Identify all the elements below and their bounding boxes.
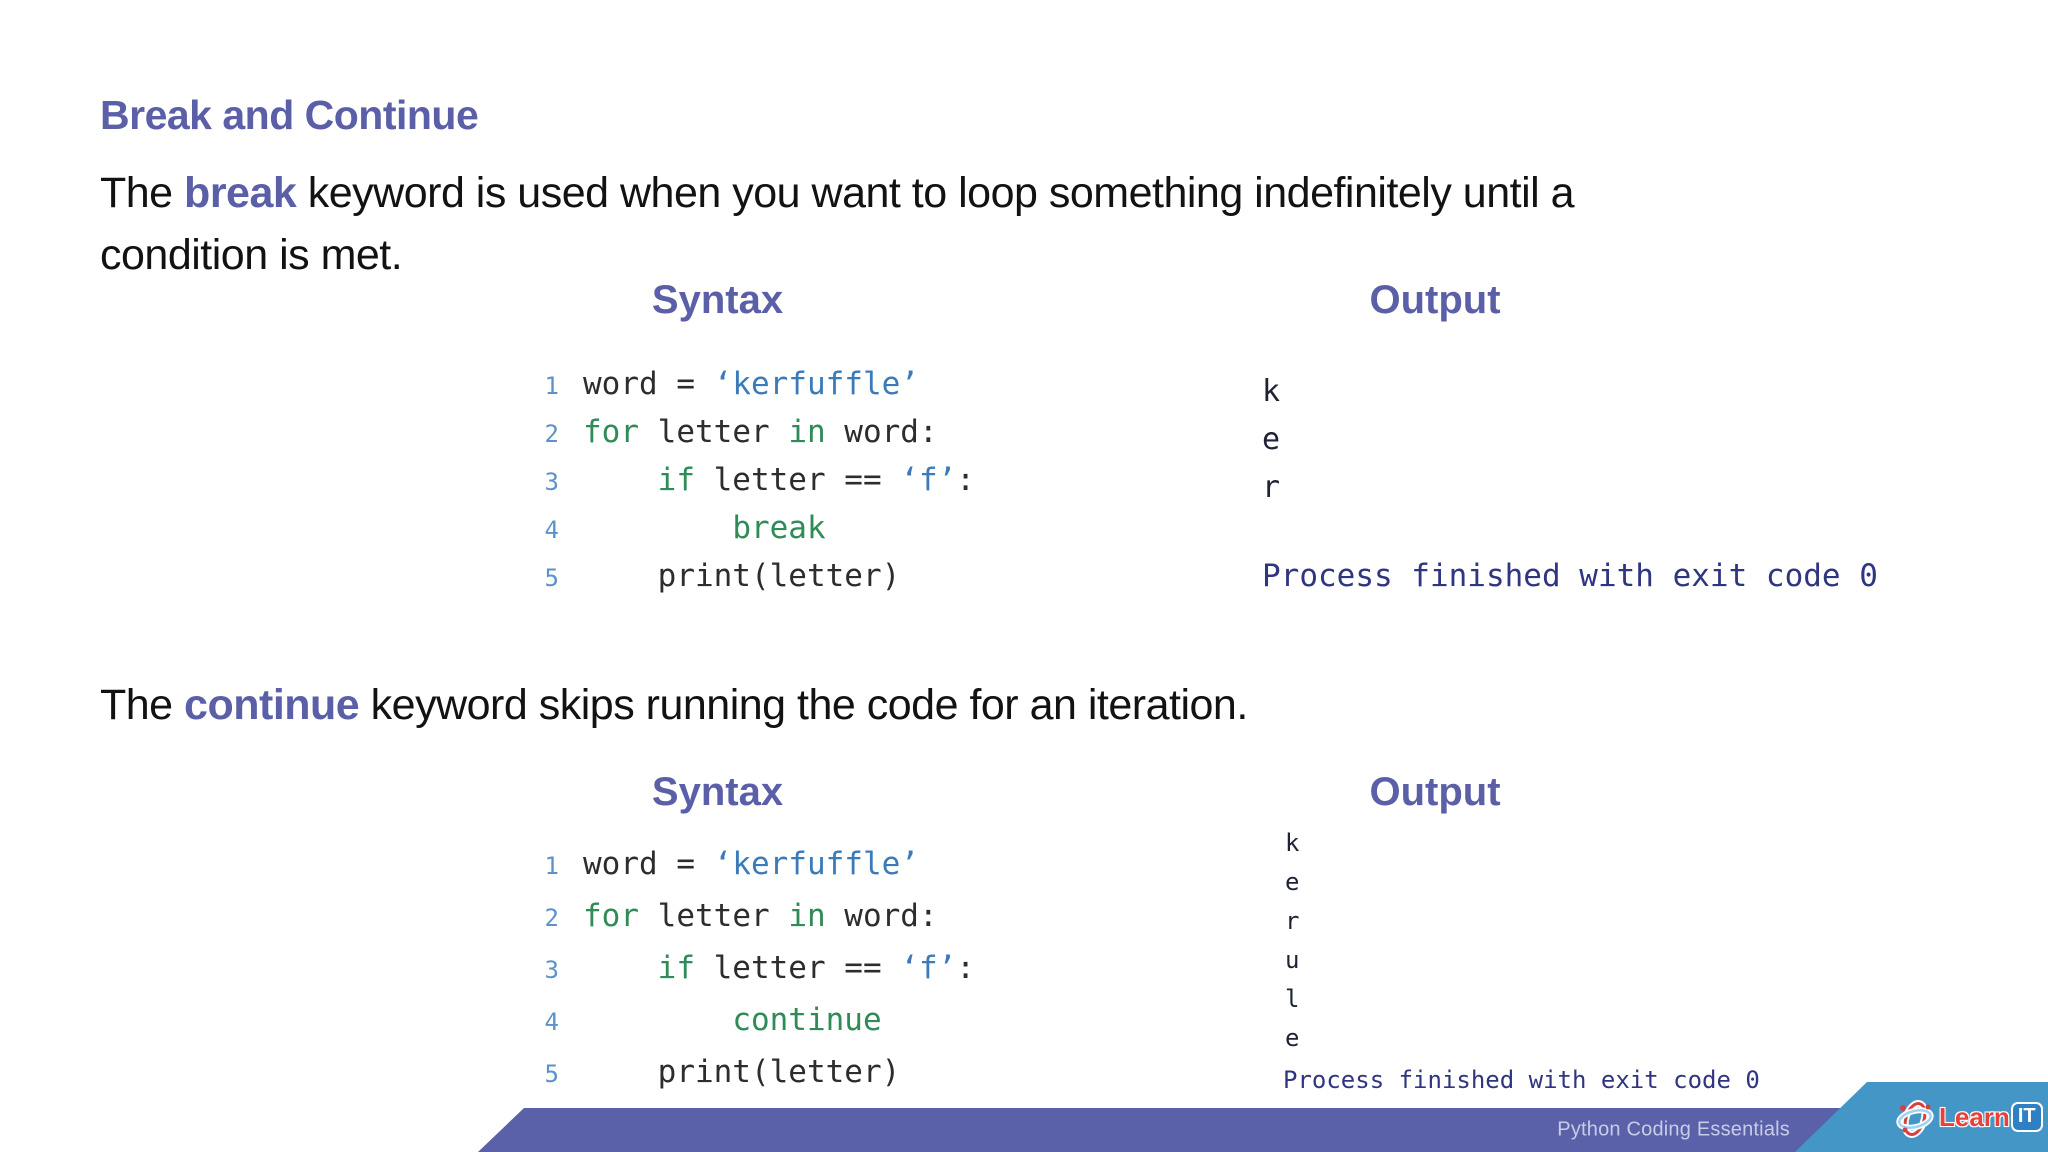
code-line: 5 print(letter) bbox=[533, 1054, 975, 1106]
line-number: 2 bbox=[544, 904, 559, 932]
continue-paragraph: The continue keyword skips running the c… bbox=[100, 674, 1248, 736]
keyword-highlight: break bbox=[184, 169, 297, 217]
line-number: 4 bbox=[544, 1008, 559, 1036]
code-token: if bbox=[657, 462, 695, 498]
code-token: letter bbox=[639, 898, 789, 934]
paragraph-text: condition is met. bbox=[100, 231, 403, 279]
code-line: 2 for letter in word: bbox=[533, 898, 975, 950]
code-token: word = bbox=[583, 366, 714, 402]
footer-course-label: Python Coding Essentials bbox=[1557, 1118, 1790, 1141]
line-number: 3 bbox=[544, 468, 559, 496]
code-text: word = ‘kerfuffle’ bbox=[583, 846, 919, 882]
code-block-continue: 1 word = ‘kerfuffle’ 2 for letter in word: 3… bbox=[533, 846, 975, 1106]
code-token: for bbox=[583, 414, 639, 450]
atom-icon bbox=[1896, 1100, 1934, 1138]
code-text: if letter == ‘f’: bbox=[583, 462, 975, 498]
code-text: word = ‘kerfuffle’ bbox=[583, 366, 919, 402]
code-line: 5 print(letter) bbox=[533, 558, 975, 606]
paragraph-line: The continue keyword skips running the c… bbox=[100, 674, 1248, 736]
process-finished-line-continue: Process finished with exit code 0 bbox=[1283, 1066, 1760, 1094]
code-token: letter == bbox=[694, 462, 901, 498]
code-token: print(letter) bbox=[583, 558, 901, 594]
code-token: word = bbox=[583, 846, 714, 882]
syntax-heading-continue: Syntax bbox=[651, 770, 784, 814]
code-token: if bbox=[657, 950, 695, 986]
code-token: ‘f’ bbox=[900, 462, 957, 498]
code-token: for bbox=[583, 898, 639, 934]
line-number: 1 bbox=[544, 852, 559, 880]
code-token: in bbox=[788, 898, 826, 934]
syntax-heading-break: Syntax bbox=[651, 278, 784, 322]
code-token: word: bbox=[825, 414, 938, 450]
output-line: k bbox=[1285, 829, 1300, 857]
code-token bbox=[583, 510, 732, 546]
code-block-break: 1 word = ‘kerfuffle’ 2 for letter in word: 3… bbox=[533, 366, 975, 606]
code-text: print(letter) bbox=[583, 1054, 901, 1090]
code-line: 1 word = ‘kerfuffle’ bbox=[533, 366, 975, 414]
line-number: 4 bbox=[544, 516, 559, 544]
code-token: ‘f’ bbox=[900, 950, 957, 986]
code-text: break bbox=[583, 510, 826, 546]
code-token: letter == bbox=[694, 950, 901, 986]
paragraph-text: keyword is used when you want to loop so… bbox=[296, 169, 1575, 217]
code-line: 2 for letter in word: bbox=[533, 414, 975, 462]
code-token: : bbox=[956, 462, 975, 498]
output-line: e bbox=[1285, 1024, 1300, 1052]
code-token: continue bbox=[732, 1002, 882, 1038]
code-text: for letter in word: bbox=[583, 414, 938, 450]
code-token bbox=[583, 1002, 732, 1038]
code-line: 4 continue bbox=[533, 1002, 975, 1054]
code-token: word: bbox=[825, 898, 938, 934]
code-token bbox=[583, 950, 658, 986]
output-heading-continue: Output bbox=[1369, 770, 1501, 814]
keyword-highlight: continue bbox=[184, 681, 360, 729]
code-token: print(letter) bbox=[583, 1054, 901, 1090]
footer-bar: Python Coding Essentials bbox=[478, 1108, 2048, 1152]
code-token: break bbox=[732, 510, 826, 546]
page-title: Break and Continue bbox=[100, 92, 479, 138]
logo-text-it: IT bbox=[2012, 1104, 2041, 1130]
output-line: k bbox=[1262, 374, 1281, 409]
code-token bbox=[583, 462, 658, 498]
paragraph-text: The bbox=[100, 681, 185, 729]
line-number: 1 bbox=[544, 372, 559, 400]
output-line: e bbox=[1262, 422, 1281, 457]
break-paragraph: The break keyword is used when you want … bbox=[100, 162, 1575, 286]
line-number: 5 bbox=[544, 564, 559, 592]
code-line: 4 break bbox=[533, 510, 975, 558]
code-line: 1 word = ‘kerfuffle’ bbox=[533, 846, 975, 898]
code-text: print(letter) bbox=[583, 558, 901, 594]
logo-text-learn: Learn bbox=[1939, 1101, 2010, 1132]
code-token: letter bbox=[639, 414, 789, 450]
process-finished-line-break: Process finished with exit code 0 bbox=[1262, 558, 1878, 594]
output-line: r bbox=[1285, 907, 1300, 935]
line-number: 5 bbox=[544, 1060, 559, 1088]
output-line: e bbox=[1285, 868, 1300, 896]
code-line: 3 if letter == ‘f’: bbox=[533, 950, 975, 1002]
output-heading-break: Output bbox=[1369, 278, 1501, 322]
code-token: in bbox=[788, 414, 826, 450]
code-token: ‘kerfuffle’ bbox=[713, 366, 919, 402]
code-token: ‘kerfuffle’ bbox=[713, 846, 919, 882]
line-number: 2 bbox=[544, 420, 559, 448]
code-token: : bbox=[956, 950, 975, 986]
corner-banner: Learn IT bbox=[1795, 1082, 2048, 1152]
code-text: for letter in word: bbox=[583, 898, 938, 934]
paragraph-text: keyword skips running the code for an it… bbox=[359, 681, 1249, 729]
code-text: continue bbox=[583, 1002, 882, 1038]
output-line: u bbox=[1285, 946, 1300, 974]
paragraph-line: The break keyword is used when you want … bbox=[100, 162, 1575, 224]
code-text: if letter == ‘f’: bbox=[583, 950, 975, 986]
paragraph-line: condition is met. bbox=[100, 224, 1574, 286]
line-number: 3 bbox=[544, 956, 559, 984]
learnit-logo: Learn IT bbox=[1893, 1095, 2041, 1139]
paragraph-text: The bbox=[100, 169, 185, 217]
output-line: l bbox=[1285, 985, 1300, 1013]
output-line: r bbox=[1262, 470, 1281, 505]
code-line: 3 if letter == ‘f’: bbox=[533, 462, 975, 510]
